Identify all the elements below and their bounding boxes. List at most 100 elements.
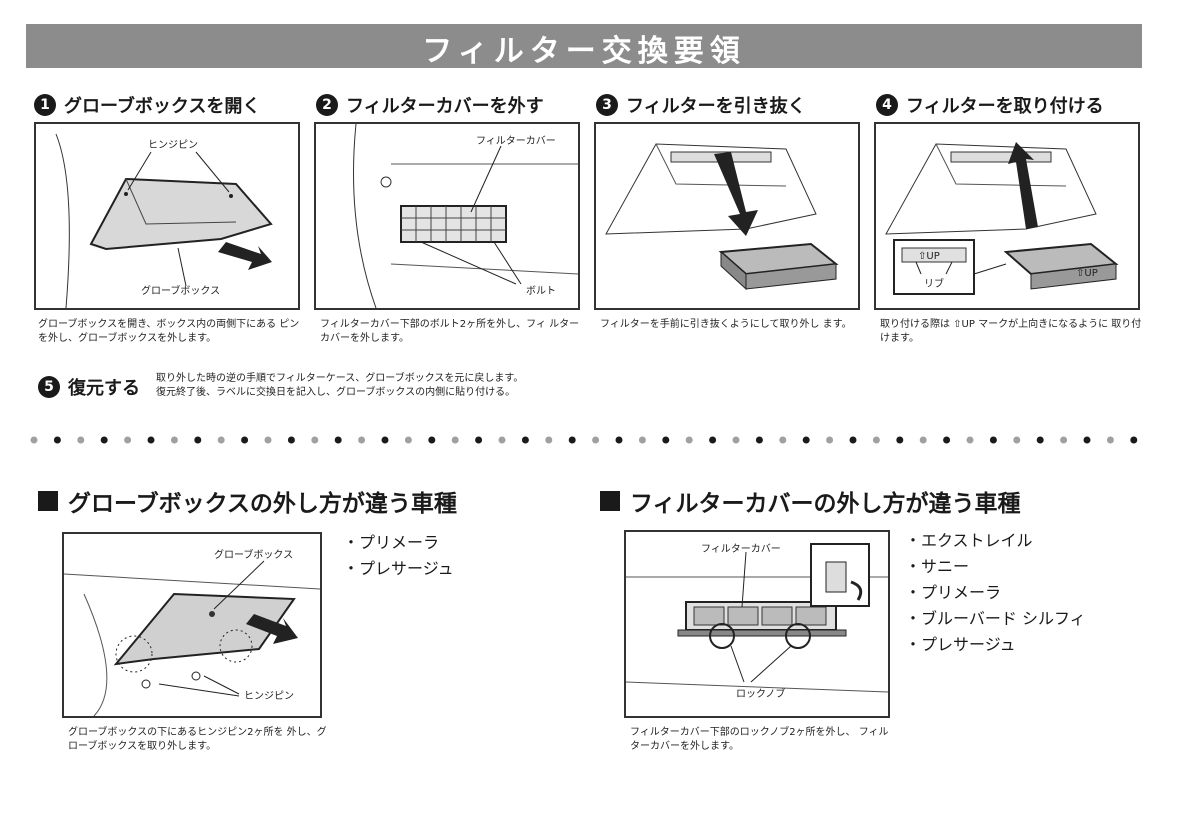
section-cover-models: エクストレイル サニー プリメーラ ブルーバード シルフィ プレサージュ xyxy=(905,528,1086,658)
divider-dot xyxy=(475,436,483,444)
section-cover-figure: フィルターカバー ロックノブ xyxy=(624,530,890,718)
divider-dot xyxy=(1083,436,1091,444)
square-bullet-icon xyxy=(38,491,58,511)
model-list-item: サニー xyxy=(905,554,1086,580)
step-3-figure xyxy=(594,122,860,310)
divider-dot xyxy=(404,436,412,444)
divider-dot xyxy=(732,436,740,444)
divider-dot xyxy=(662,436,670,444)
divider-dot xyxy=(241,436,249,444)
step-2-number: 2 xyxy=(316,94,338,116)
divider-dot xyxy=(779,436,787,444)
step-5-header: 5 復元する xyxy=(38,374,140,400)
step-3-number: 3 xyxy=(596,94,618,116)
divider-dot xyxy=(1036,436,1044,444)
step-1-header: 1 グローブボックスを開く xyxy=(34,92,260,118)
step-2-header: 2 フィルターカバーを外す xyxy=(316,92,544,118)
step-1-figure: ヒンジピン グローブボックス xyxy=(34,122,300,310)
step-5-description-line-1: 取り外した時の逆の手順でフィルターケース、グローブボックスを元に戻します。 xyxy=(156,373,524,384)
divider-dot xyxy=(1013,436,1021,444)
dotted-divider xyxy=(30,436,1138,444)
divider-dot xyxy=(989,436,997,444)
label-glove-box: グローブボックス xyxy=(141,284,220,297)
divider-dot xyxy=(755,436,763,444)
step-4-description: 取り付ける際は ⇧UP マークが上向きになるように 取り付けます。 xyxy=(880,319,1142,344)
step-5-title: 復元する xyxy=(68,378,140,399)
divider-dot xyxy=(802,436,810,444)
divider-dot xyxy=(966,436,974,444)
divider-dot xyxy=(592,436,600,444)
step-3-title: フィルターを引き抜く xyxy=(626,96,806,117)
divider-dot xyxy=(1130,436,1138,444)
divider-dot xyxy=(615,436,623,444)
section-cover-header: フィルターカバーの外し方が違う車種 xyxy=(600,484,1021,518)
model-list-item: プレサージュ xyxy=(343,556,454,582)
divider-dot xyxy=(498,436,506,444)
divider-dot xyxy=(1106,436,1114,444)
step-4-header: 4 フィルターを取り付ける xyxy=(876,92,1104,118)
section-glovebox-title: グローブボックスの外し方が違う車種 xyxy=(68,491,457,517)
divider-dot xyxy=(896,436,904,444)
label-hinge-pin: ヒンジピン xyxy=(148,139,198,151)
step-5-number: 5 xyxy=(38,376,60,398)
step-3-description: フィルターを手前に引き抜くようにして取り外し ます。 xyxy=(600,319,852,330)
divider-dot xyxy=(264,436,272,444)
divider-dot xyxy=(147,436,155,444)
divider-dot xyxy=(77,436,85,444)
section-cover-title: フィルターカバーの外し方が違う車種 xyxy=(630,491,1021,517)
divider-dot xyxy=(124,436,132,444)
divider-dot xyxy=(311,436,319,444)
label-filter-cover: フィルターカバー xyxy=(476,135,556,147)
divider-dot xyxy=(53,436,61,444)
step-1-number: 1 xyxy=(34,94,56,116)
label-rib: リブ xyxy=(924,277,944,290)
divider-dot xyxy=(30,436,38,444)
divider-dot xyxy=(826,436,834,444)
divider-dot xyxy=(217,436,225,444)
page-title: フィルター交換要領 xyxy=(422,34,746,69)
divider-dot xyxy=(872,436,880,444)
divider-dot xyxy=(638,436,646,444)
divider-dot xyxy=(381,436,389,444)
divider-dot xyxy=(521,436,529,444)
label-lock-knob: ロックノブ xyxy=(736,687,785,700)
divider-dot xyxy=(568,436,576,444)
square-bullet-icon xyxy=(600,491,620,511)
model-list-item: ブルーバード シルフィ xyxy=(905,606,1086,632)
divider-dot xyxy=(287,436,295,444)
divider-dot xyxy=(1060,436,1068,444)
label-hinge-pin: ヒンジピン xyxy=(244,690,294,702)
divider-dot xyxy=(943,436,951,444)
step-2-title: フィルターカバーを外す xyxy=(346,96,544,117)
divider-dot xyxy=(919,436,927,444)
divider-dot xyxy=(709,436,717,444)
step-2-description: フィルターカバー下部のボルト2ヶ所を外し、フィ ルターカバーを外します。 xyxy=(320,319,580,344)
divider-dot xyxy=(100,436,108,444)
model-list-item: プレサージュ xyxy=(905,632,1086,658)
divider-dot xyxy=(334,436,342,444)
label-up-mark-inset: ⇧UP xyxy=(918,251,940,262)
model-list-item: プリメーラ xyxy=(905,580,1086,606)
divider-dot xyxy=(451,436,459,444)
section-glovebox-description: グローブボックスの下にあるヒンジピン2ヶ所を 外し、グローブボックスを取り外しま… xyxy=(68,727,327,752)
step-4-figure: ⇧UP リブ ⇧UP xyxy=(874,122,1140,310)
label-filter-cover: フィルターカバー xyxy=(701,543,781,555)
step-3-header: 3 フィルターを引き抜く xyxy=(596,92,806,118)
step-1-title: グローブボックスを開く xyxy=(64,96,261,117)
label-up-mark-filter: ⇧UP xyxy=(1076,268,1098,279)
divider-dot xyxy=(685,436,693,444)
title-banner: フィルター交換要領 xyxy=(26,24,1142,69)
model-list-item: プリメーラ xyxy=(343,530,454,556)
label-bolt: ボルト xyxy=(526,285,556,297)
section-glovebox-figure: グローブボックス ヒンジピン xyxy=(62,532,322,718)
step-5-description-line-2: 復元終了後、ラベルに交換日を記入し、グローブボックスの内側に貼り付ける。 xyxy=(156,387,516,398)
step-4-title: フィルターを取り付ける xyxy=(906,96,1104,117)
step-2-figure: フィルターカバー ボルト xyxy=(314,122,580,310)
divider-dot xyxy=(428,436,436,444)
section-glovebox-models: プリメーラ プレサージュ xyxy=(343,530,454,582)
divider-dot xyxy=(194,436,202,444)
step-4-number: 4 xyxy=(876,94,898,116)
section-glovebox-header: グローブボックスの外し方が違う車種 xyxy=(38,484,457,518)
divider-dot xyxy=(545,436,553,444)
model-list-item: エクストレイル xyxy=(905,528,1086,554)
